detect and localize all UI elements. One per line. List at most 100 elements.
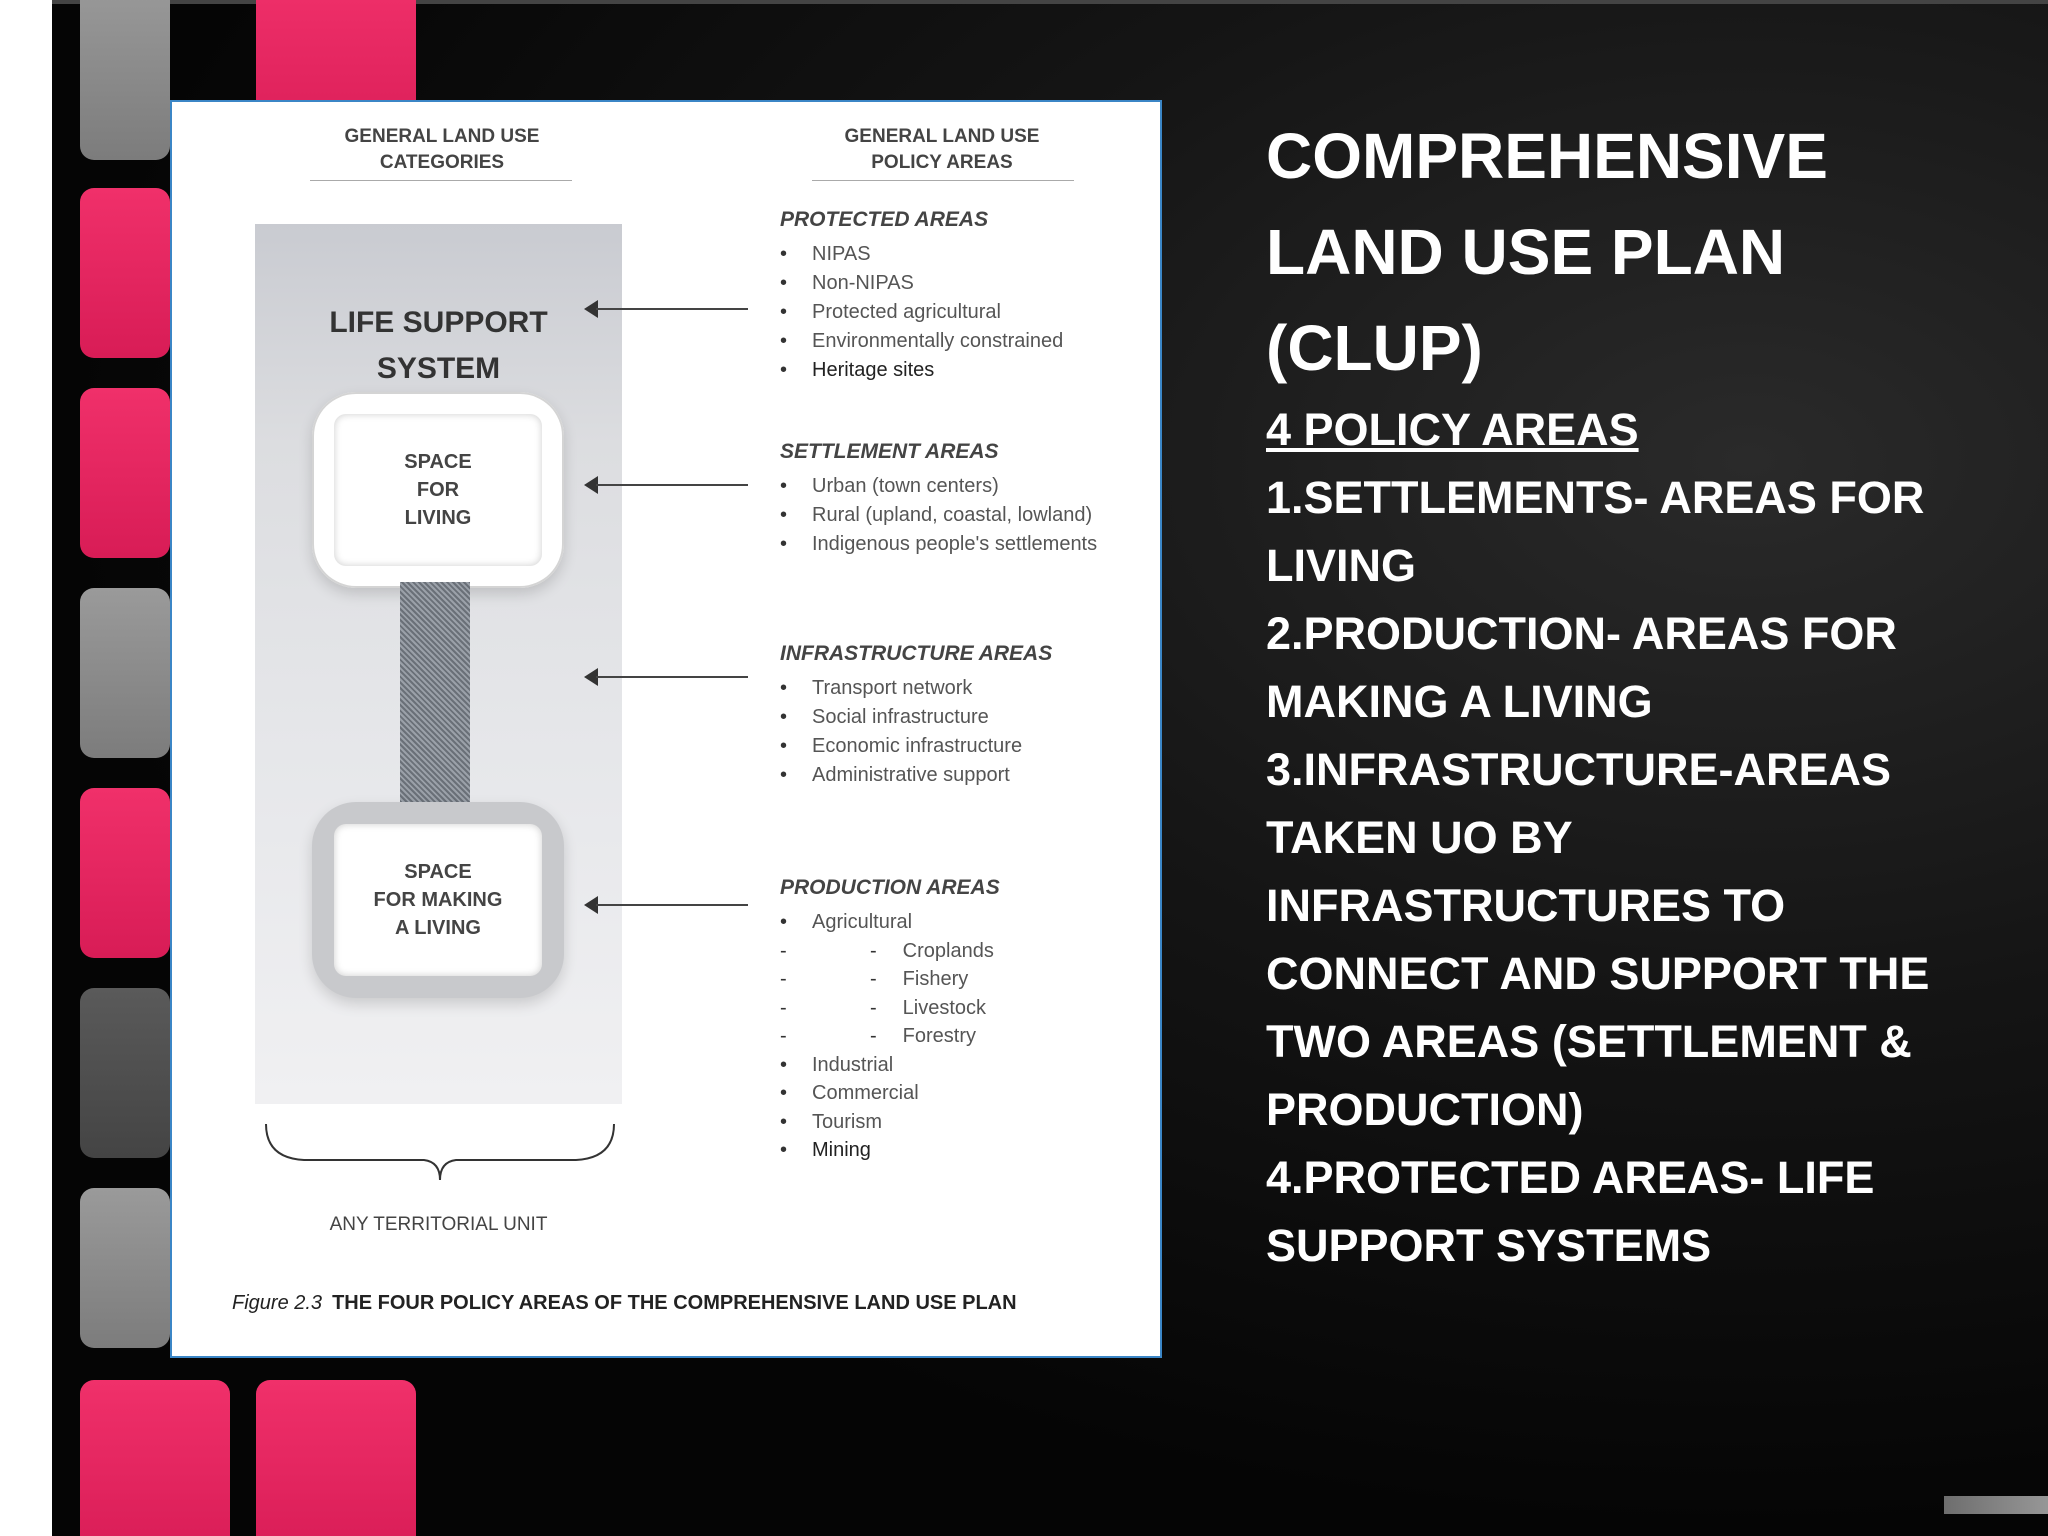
sub-list-item: -Fishery bbox=[780, 965, 994, 994]
arrow-left-icon bbox=[584, 668, 598, 686]
list-item: Protected agricultural bbox=[780, 298, 1063, 327]
column-header-line: GENERAL LAND USE bbox=[344, 126, 540, 147]
point-line: TAKEN UO BY bbox=[1266, 812, 1573, 863]
point-line: TWO AREAS (SETTLEMENT & bbox=[1266, 1016, 1912, 1067]
list-item: Social infrastructure bbox=[780, 703, 1022, 732]
decor-square bbox=[80, 988, 170, 1158]
space-label-line: A LIVING bbox=[395, 917, 481, 939]
decor-square bbox=[80, 0, 170, 160]
space-label-line: SPACE bbox=[404, 451, 472, 473]
space-label-line: FOR MAKING bbox=[373, 889, 503, 911]
decor-square bbox=[80, 788, 170, 958]
list-item: Indigenous people's settlements bbox=[780, 530, 1097, 559]
production-areas-list: Agricultural -Croplands -Fishery -Livest… bbox=[780, 908, 994, 1165]
column-header-line: GENERAL LAND USE bbox=[844, 126, 1040, 147]
list-item: Non-NIPAS bbox=[780, 269, 1063, 298]
slide-title-line: COMPREHENSIVE bbox=[1266, 120, 1828, 192]
sub-list-item-label: Croplands bbox=[902, 939, 994, 962]
column-header-line: POLICY AREAS bbox=[871, 152, 1013, 173]
list-item: Rural (upland, coastal, lowland) bbox=[780, 501, 1097, 530]
arrow-left-icon bbox=[584, 300, 598, 318]
decor-square bbox=[80, 1188, 170, 1348]
settlement-areas-list: Urban (town centers) Rural (upland, coas… bbox=[780, 472, 1097, 559]
sub-list-item: -Forestry bbox=[780, 1022, 994, 1051]
settlement-areas-title: SETTLEMENT AREAS bbox=[780, 440, 999, 463]
list-item: NIPAS bbox=[780, 240, 1063, 269]
decor-square bbox=[80, 188, 170, 358]
top-border-line bbox=[52, 0, 2048, 4]
arrow-left-icon bbox=[584, 476, 598, 494]
space-box-inner: SPACE FOR LIVING bbox=[334, 414, 542, 566]
arrow-line bbox=[596, 676, 748, 678]
point-line: 4.PROTECTED AREAS- LIFE bbox=[1266, 1152, 1875, 1203]
space-for-making-living-box: SPACE FOR MAKING A LIVING bbox=[312, 802, 564, 998]
point-line: 2.PRODUCTION- AREAS FOR bbox=[1266, 608, 1897, 659]
life-support-line: SYSTEM bbox=[376, 352, 501, 385]
list-item: Administrative support bbox=[780, 761, 1022, 790]
policy-areas-subheading: 4 POLICY AREAS bbox=[1266, 404, 1639, 455]
slide-text: COMPREHENSIVE LAND USE PLAN (CLUP) 4 POL… bbox=[1266, 108, 2026, 1280]
figure-caption: Figure 2.3 THE FOUR POLICY AREAS OF THE C… bbox=[232, 1292, 1017, 1315]
point-line: LIVING bbox=[1266, 540, 1417, 591]
life-support-line: LIFE SUPPORT bbox=[329, 306, 548, 339]
list-item: Economic infrastructure bbox=[780, 732, 1022, 761]
space-label-line: SPACE bbox=[404, 861, 472, 883]
sub-list-item: -Livestock bbox=[780, 994, 994, 1023]
production-areas-title: PRODUCTION AREAS bbox=[780, 876, 1000, 899]
arrow-line bbox=[596, 904, 748, 906]
column-header-policy-areas: GENERAL LAND USE POLICY AREAS bbox=[802, 124, 1082, 176]
decor-square bbox=[80, 388, 170, 558]
header-underline bbox=[310, 180, 572, 181]
space-label-line: FOR bbox=[416, 479, 460, 501]
sub-list-item: -Croplands bbox=[780, 937, 994, 966]
list-item: Tourism bbox=[780, 1108, 994, 1137]
list-item: Transport network bbox=[780, 674, 1022, 703]
decor-square bbox=[80, 588, 170, 758]
infrastructure-areas-list: Transport network Social infrastructure … bbox=[780, 674, 1022, 790]
sub-list-item-label: Livestock bbox=[902, 996, 987, 1019]
arrow-left-icon bbox=[584, 896, 598, 914]
space-label-line: LIVING bbox=[404, 507, 472, 529]
list-item: Agricultural bbox=[780, 908, 994, 937]
protected-areas-title: PROTECTED AREAS bbox=[780, 208, 989, 231]
any-territorial-unit-label: ANY TERRITORIAL UNIT bbox=[329, 1214, 548, 1235]
point-line: 1.SETTLEMENTS- AREAS FOR bbox=[1266, 472, 1925, 523]
infrastructure-areas-title: INFRASTRUCTURE AREAS bbox=[780, 642, 1053, 665]
list-item: Heritage sites bbox=[780, 356, 1063, 385]
space-for-living-label: SPACE FOR LIVING bbox=[404, 448, 471, 532]
slide-title-line: LAND USE PLAN bbox=[1266, 216, 1786, 288]
arrow-line bbox=[596, 308, 748, 310]
list-item: Urban (town centers) bbox=[780, 472, 1097, 501]
list-item: Commercial bbox=[780, 1079, 994, 1108]
decor-square bbox=[256, 1380, 416, 1536]
list-item: Mining bbox=[780, 1136, 994, 1165]
point-line: 3.INFRASTRUCTURE-AREAS bbox=[1266, 744, 1892, 795]
decor-square bbox=[80, 1380, 230, 1536]
corner-watermark bbox=[1944, 1496, 2048, 1514]
arrow-line bbox=[596, 484, 748, 486]
point-line: SUPPORT SYSTEMS bbox=[1266, 1220, 1712, 1271]
list-item: Industrial bbox=[780, 1051, 994, 1080]
column-header-categories: GENERAL LAND USE CATEGORIES bbox=[302, 124, 582, 176]
space-box-inner: SPACE FOR MAKING A LIVING bbox=[334, 824, 542, 976]
space-for-making-living-label: SPACE FOR MAKING A LIVING bbox=[374, 858, 503, 942]
left-white-strip bbox=[0, 0, 52, 1536]
point-line: PRODUCTION) bbox=[1266, 1084, 1584, 1135]
column-header-line: CATEGORIES bbox=[379, 152, 505, 173]
list-item: Environmentally constrained bbox=[780, 327, 1063, 356]
curly-brace bbox=[265, 1123, 615, 1181]
protected-areas-list: NIPAS Non-NIPAS Protected agricultural E… bbox=[780, 240, 1063, 385]
sub-list-item-label: Fishery bbox=[902, 968, 969, 990]
figure-number: Figure 2.3 bbox=[232, 1292, 323, 1314]
slide-title-line: (CLUP) bbox=[1266, 312, 1483, 384]
point-line: MAKING A LIVING bbox=[1266, 676, 1653, 727]
figure-caption-text: THE FOUR POLICY AREAS OF THE COMPREHENSI… bbox=[332, 1292, 1017, 1314]
space-for-living-box: SPACE FOR LIVING bbox=[312, 392, 564, 588]
infrastructure-connector bbox=[400, 582, 470, 808]
policy-areas-figure: GENERAL LAND USE CATEGORIES GENERAL LAND… bbox=[170, 100, 1162, 1358]
header-underline bbox=[812, 180, 1074, 181]
sub-list-item-label: Forestry bbox=[902, 1025, 977, 1047]
life-support-label: LIFE SUPPORT SYSTEM bbox=[255, 300, 622, 392]
point-line: INFRASTRUCTURES TO bbox=[1266, 880, 1786, 931]
